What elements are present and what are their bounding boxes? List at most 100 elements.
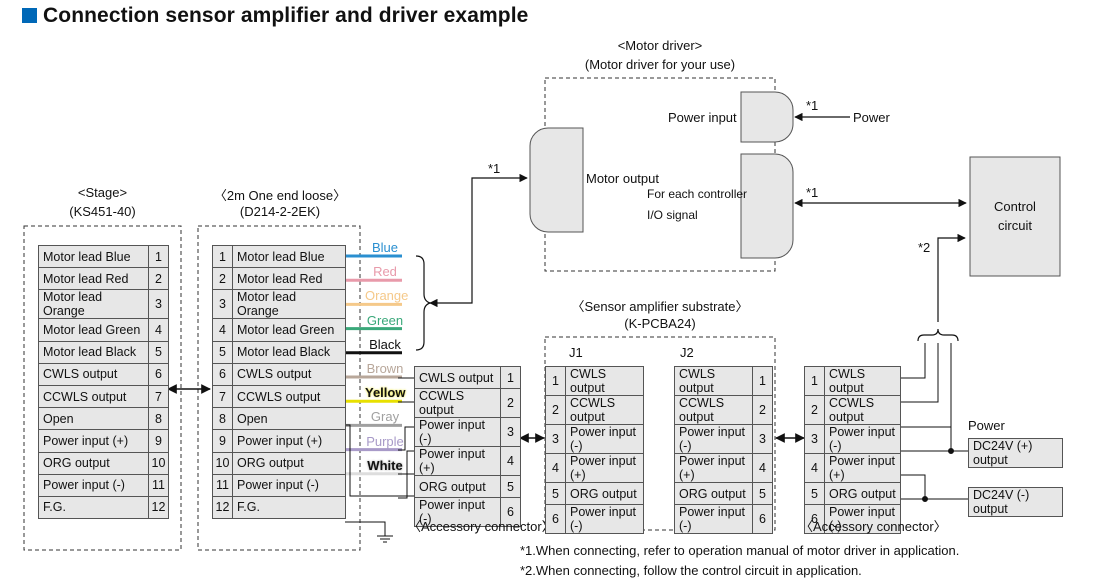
table-row: Power input (+)9 <box>38 429 169 453</box>
control-circuit-box <box>969 156 1061 277</box>
pin-number: 8 <box>148 407 169 431</box>
pin-label: F.G. <box>232 495 346 520</box>
pin-label: Power input (+) <box>674 453 753 483</box>
pin-label: F.G. <box>38 495 149 520</box>
star2-control: *2 <box>918 240 931 255</box>
pin-label: Motor lead Red <box>38 267 149 291</box>
table-row: F.G.12 <box>38 495 169 520</box>
pin-label: Power input (-) <box>674 424 753 454</box>
wire-label-black: Black <box>369 336 401 352</box>
pin-number: 4 <box>752 453 773 483</box>
io-connector <box>740 153 794 259</box>
table-row: Power input (-)6 <box>674 504 773 535</box>
pin-number: 5 <box>500 475 521 499</box>
pin-label: Power input (-) <box>674 504 753 535</box>
wire-label-yellow: Yellow <box>365 385 406 401</box>
motor-output-arrow <box>429 173 528 308</box>
pin-number: 3 <box>804 424 825 454</box>
pin-label: Power input (-) <box>414 417 501 448</box>
pin-label: Motor lead Blue <box>232 244 346 269</box>
pin-label: CWLS output <box>232 362 346 386</box>
pin-label: CWLS output <box>38 362 149 386</box>
acc-right-lines <box>900 343 968 502</box>
note-1: *1.When connecting, refer to operation m… <box>520 543 960 558</box>
pin-label: CWLS output <box>414 365 501 390</box>
pin-number: 5 <box>804 481 825 506</box>
table-row: Power input (-)11 <box>38 473 169 497</box>
pin-number: 2 <box>752 395 773 425</box>
pin-number: 8 <box>212 407 233 431</box>
power-input-label: Power input <box>668 110 737 125</box>
wire-label-gray: Gray <box>370 409 400 425</box>
wire-label-brown: Brown <box>366 361 404 376</box>
j2-label: J2 <box>680 345 694 360</box>
stage-model: (KS451-40) <box>69 204 136 219</box>
page-title: Connection sensor amplifier and driver e… <box>22 4 528 28</box>
table-row: Power input (+)4 <box>414 446 521 477</box>
acc-right-caption: 〈Accessory connector〉 <box>800 519 947 534</box>
pin-number: 1 <box>752 366 773 396</box>
power-title: Power <box>968 418 1005 433</box>
wire-label-green: Green <box>366 312 404 328</box>
substrate-model: (K-PCBA24) <box>624 316 696 331</box>
wire-label-white: White <box>367 457 403 473</box>
pin-number: 1 <box>804 366 825 396</box>
pin-label: Power input (+) <box>38 429 149 453</box>
cable-to-acc-lines <box>345 377 414 543</box>
table-row: Power input (+)4 <box>674 453 773 483</box>
io-line2: I/O signal <box>647 208 698 222</box>
pin-number: 12 <box>212 495 233 520</box>
pin-label: Power input (-) <box>824 504 901 535</box>
pin-label: Power input (-) <box>38 473 149 497</box>
pin-number: 6 <box>212 362 233 386</box>
pin-number: 2 <box>545 395 566 425</box>
cable-header: 〈2m One end loose〉 <box>213 188 347 203</box>
pin-label: CWLS output <box>824 366 901 396</box>
stage-header: <Stage> <box>77 185 128 200</box>
table-row: Power input (-)3 <box>674 424 773 454</box>
cable-frame <box>197 225 361 551</box>
pin-number: 1 <box>545 366 566 396</box>
pin-number: 6 <box>500 497 521 528</box>
wire-label-orange: Orange <box>365 288 409 304</box>
pin-number: 7 <box>148 384 169 409</box>
control-brace <box>917 328 959 342</box>
pin-label: Motor lead Orange <box>232 289 346 320</box>
pin-label: Power input (-) <box>565 504 644 535</box>
pin-number: 4 <box>804 453 825 483</box>
control-line1: Control <box>994 199 1036 214</box>
pin-label: Motor lead Green <box>232 318 346 342</box>
pin-label: ORG output <box>565 481 644 506</box>
pin-label: Power input (+) <box>824 453 901 483</box>
pin-label: Power input (-) <box>414 497 501 528</box>
pin-number: 9 <box>212 429 233 453</box>
pin-label: Power input (+) <box>414 446 501 477</box>
power-input-connector <box>740 91 794 143</box>
motor-output-connector <box>529 127 584 233</box>
io-line1: For each controller <box>647 187 748 201</box>
power-table: DC24V (+) output <box>968 438 1063 468</box>
driver-header: <Motor driver> <box>617 38 703 53</box>
